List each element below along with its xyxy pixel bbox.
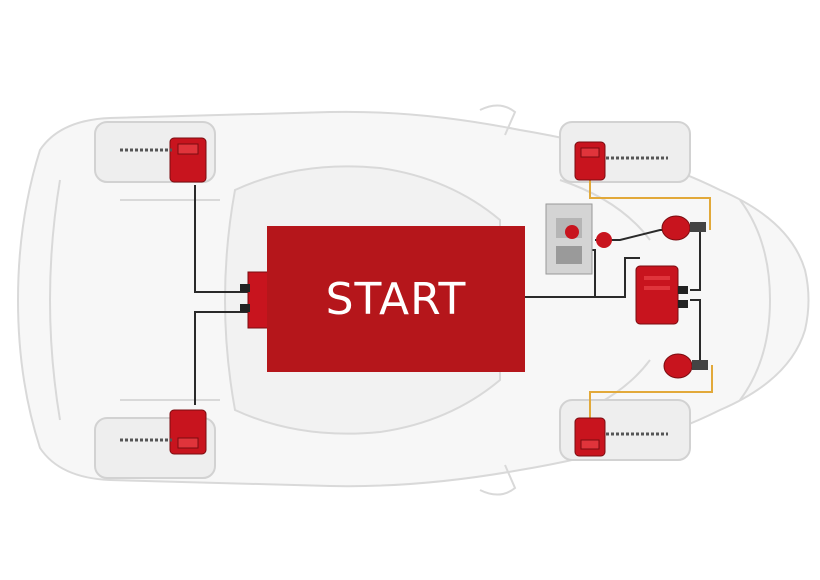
control-unit-center bbox=[240, 271, 271, 329]
control-unit-right bbox=[635, 265, 688, 325]
actuator-upper bbox=[661, 215, 706, 241]
actuator-lower bbox=[663, 353, 708, 379]
brake-caliper-rear-left bbox=[120, 409, 207, 455]
start-button[interactable]: START bbox=[267, 226, 525, 372]
brake-caliper-front-left bbox=[120, 137, 207, 183]
brake-lines bbox=[589, 180, 713, 420]
brake-caliper-rear-right bbox=[574, 417, 668, 457]
brake-caliper-front-right bbox=[574, 141, 668, 181]
hydraulic-module bbox=[545, 203, 612, 275]
